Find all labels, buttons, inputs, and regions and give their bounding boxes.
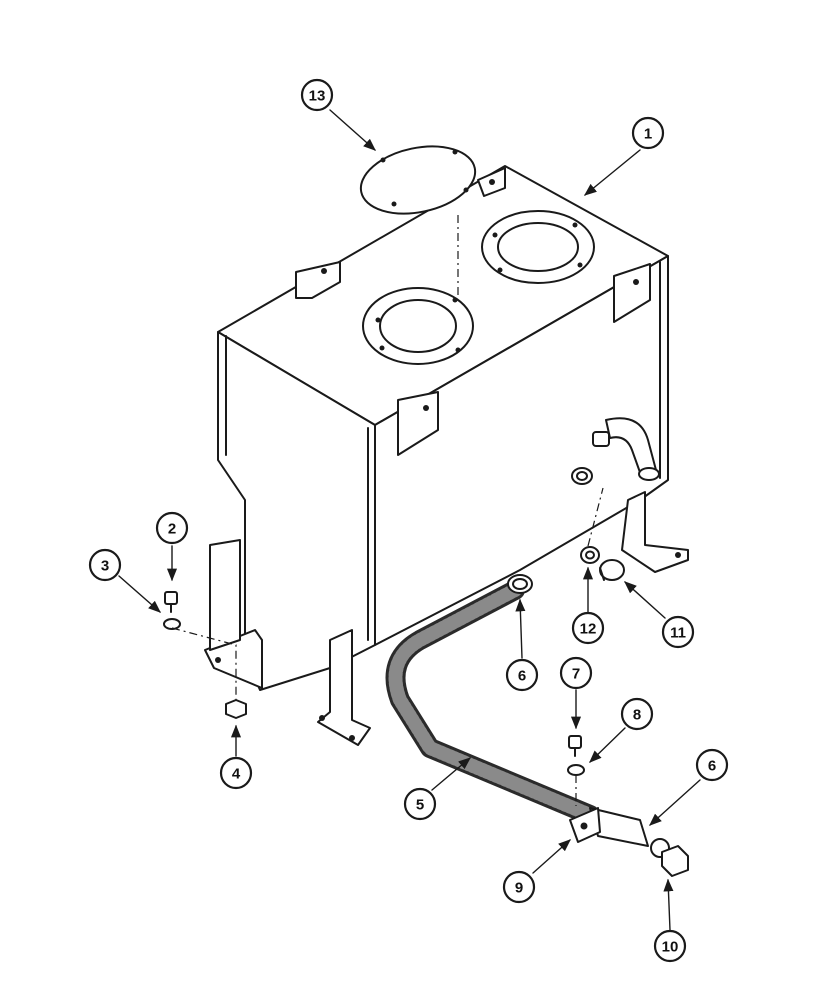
callout-12: 12 [571,611,605,645]
tank-opening-rear [481,210,595,284]
plug-10 [661,845,689,877]
bolt-2 [164,591,178,613]
callout-label: 6 [518,668,526,685]
breather-elbow [605,417,660,481]
washer-12 [580,546,600,564]
callout-7: 7 [559,656,593,690]
tank-body [217,165,669,691]
leader-lines [118,109,701,931]
callout-label: 13 [309,88,326,105]
callout-label: 1 [644,126,652,143]
washer-3 [163,618,181,630]
callout-label: 4 [232,766,241,783]
callout-8: 8 [620,697,654,731]
hose-clamp [507,574,533,594]
callout-1: 1 [631,116,665,150]
callout-label: 11 [670,625,686,642]
mounting-bracket [295,167,651,456]
callout-label: 2 [168,521,176,538]
callout-2: 2 [155,511,189,545]
callout-6-fitting: 6 [695,748,729,782]
tank-opening-front [362,287,474,365]
callout-label: 12 [580,621,597,638]
callout-10: 10 [653,929,687,963]
callout-label: 7 [572,666,580,683]
callout-label: 3 [101,558,109,575]
callout-5: 5 [403,787,437,821]
callout-label: 9 [515,880,523,897]
callout-11: 11 [661,615,695,649]
callout-label: 6 [708,758,716,775]
washer-8 [567,764,585,776]
side-plug [571,431,610,485]
tank-legs [204,491,689,746]
hose-fitting [569,807,670,858]
bolt-7 [568,735,582,757]
callout-label: 10 [662,939,679,956]
nut-4 [225,699,247,719]
callout-label: 5 [416,797,424,814]
callout-6-clamp: 6 [505,658,539,692]
plug-11 [599,559,625,581]
cover-plate [359,145,477,298]
callout-13: 13 [300,78,334,112]
callout-3: 3 [88,548,122,582]
callout-9: 9 [502,870,536,904]
callout-4: 4 [219,756,253,790]
hose [385,580,600,825]
callout-label: 8 [633,707,641,724]
